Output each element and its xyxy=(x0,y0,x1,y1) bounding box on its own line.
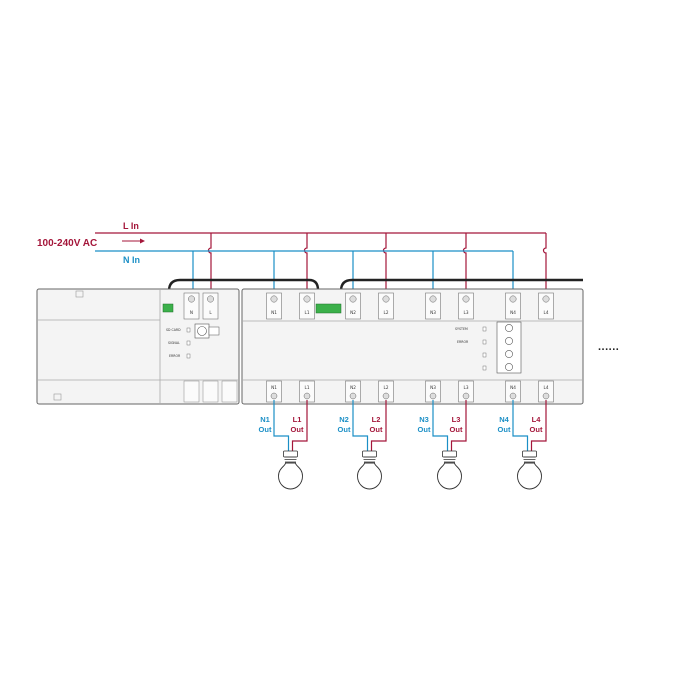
controller-led-error xyxy=(186,353,191,359)
relay-status-block xyxy=(496,321,522,374)
bottom-terminal-l3[interactable]: L3 xyxy=(458,380,474,403)
controller-bus-connector[interactable] xyxy=(162,303,174,313)
bottom-terminal-l2[interactable]: L2 xyxy=(378,380,394,403)
controller-terminal-n-label: N xyxy=(190,310,193,315)
controller-module: N L SD CARD SIGNAL ERROR xyxy=(36,288,240,405)
output-live-wire xyxy=(370,400,387,452)
bottom-terminal-n1[interactable]: N1 xyxy=(266,380,282,403)
top-terminal-n2[interactable]: N2 xyxy=(345,292,361,320)
live-supply-line xyxy=(95,232,547,290)
bottom-terminal-label: L2 xyxy=(384,385,389,390)
top-terminal-l2[interactable]: L2 xyxy=(378,292,394,320)
output-neutral-wire xyxy=(352,400,369,452)
continuation-dots: ...... xyxy=(598,341,619,353)
neutral-supply-line xyxy=(95,250,514,290)
relay-led-error-label: ERROR xyxy=(457,340,469,344)
top-terminal-label: L1 xyxy=(305,310,310,315)
top-terminal-l4[interactable]: L4 xyxy=(538,292,554,320)
top-terminal-label: N1 xyxy=(271,310,277,315)
output-live-out-label: Out xyxy=(291,425,304,434)
relay-led-4 xyxy=(482,365,487,371)
bottom-terminal-label: L4 xyxy=(544,385,549,390)
relay-led-system-label: SYSTEM xyxy=(455,327,468,331)
n-in-label: N In xyxy=(123,255,140,265)
output-neutral-out-label: Out xyxy=(498,425,511,434)
bottom-terminal-n3[interactable]: N3 xyxy=(425,380,441,403)
output-live-out-label: Out xyxy=(450,425,463,434)
l-in-label: L In xyxy=(123,221,139,231)
relay-led-error xyxy=(482,339,487,345)
top-terminal-label: L4 xyxy=(544,310,549,315)
output-neutral-label: N2 xyxy=(339,415,349,424)
top-terminal-label: L2 xyxy=(384,310,389,315)
bottom-terminal-label: L3 xyxy=(464,385,469,390)
bottom-terminal-label: N2 xyxy=(350,385,356,390)
top-terminal-label: L3 xyxy=(464,310,469,315)
output-live-label: L3 xyxy=(452,415,461,424)
top-terminal-n4[interactable]: N4 xyxy=(505,292,521,320)
controller-led-sd-card xyxy=(186,327,191,333)
output-live-label: L2 xyxy=(372,415,381,424)
bottom-terminal-label: L1 xyxy=(305,385,310,390)
output-neutral-wire xyxy=(432,400,449,452)
top-terminal-label: N3 xyxy=(430,310,436,315)
light-bulb-icon xyxy=(517,450,542,490)
output-live-wire xyxy=(450,400,467,452)
output-neutral-label: N4 xyxy=(499,415,509,424)
controller-led-signal xyxy=(186,340,191,346)
output-live-out-label: Out xyxy=(370,425,383,434)
relay-led-system xyxy=(482,326,487,332)
output-live-label: L1 xyxy=(293,415,302,424)
relay-bus-connector[interactable] xyxy=(315,303,342,314)
supply-arrow-icon xyxy=(122,238,145,244)
controller-terminal-l-label: L xyxy=(209,310,212,315)
controller-bottom-terminals xyxy=(183,380,238,403)
output-neutral-wire xyxy=(273,400,290,452)
relay-led-3 xyxy=(482,352,487,358)
light-bulb-icon xyxy=(437,450,462,490)
bottom-terminal-label: N1 xyxy=(271,385,277,390)
controller-knob-icon xyxy=(197,326,207,336)
top-terminal-l3[interactable]: L3 xyxy=(458,292,474,320)
bottom-terminal-l1[interactable]: L1 xyxy=(299,380,315,403)
top-terminal-label: N2 xyxy=(350,310,356,315)
controller-led-sd-card-label: SD CARD xyxy=(166,328,181,332)
bottom-terminal-label: N4 xyxy=(510,385,516,390)
light-bulb-icon xyxy=(357,450,382,490)
output-live-label: L4 xyxy=(532,415,542,424)
output-neutral-out-label: Out xyxy=(338,425,351,434)
supply-voltage-label: 100-240V AC xyxy=(37,238,97,249)
controller-mount-clip-bottom xyxy=(53,393,62,401)
top-terminal-n3[interactable]: N3 xyxy=(425,292,441,320)
controller-mount-clip-top xyxy=(75,290,84,298)
controller-led-signal-label: SIGNAL xyxy=(168,341,180,345)
bottom-terminal-label: N3 xyxy=(430,385,436,390)
output-neutral-out-label: Out xyxy=(418,425,431,434)
top-terminal-n1[interactable]: N1 xyxy=(266,292,282,320)
light-bulb-icon xyxy=(278,450,303,490)
output-neutral-label: N3 xyxy=(419,415,429,424)
controller-led-error-label: ERROR xyxy=(169,354,181,358)
controller-terminal-l[interactable]: L xyxy=(202,292,219,320)
output-neutral-wire xyxy=(512,400,529,452)
controller-terminal-n[interactable]: N xyxy=(183,292,200,320)
output-live-wire xyxy=(291,400,308,452)
bottom-terminal-l4[interactable]: L4 xyxy=(538,380,554,403)
output-live-out-label: Out xyxy=(530,425,543,434)
output-neutral-out-label: Out xyxy=(259,425,272,434)
output-neutral-label: N1 xyxy=(260,415,270,424)
bottom-terminal-n4[interactable]: N4 xyxy=(505,380,521,403)
controller-port[interactable] xyxy=(208,326,220,336)
bottom-terminal-n2[interactable]: N2 xyxy=(345,380,361,403)
output-live-wire xyxy=(530,400,547,452)
top-terminal-label: N4 xyxy=(510,310,516,315)
top-terminal-l1[interactable]: L1 xyxy=(299,292,315,320)
